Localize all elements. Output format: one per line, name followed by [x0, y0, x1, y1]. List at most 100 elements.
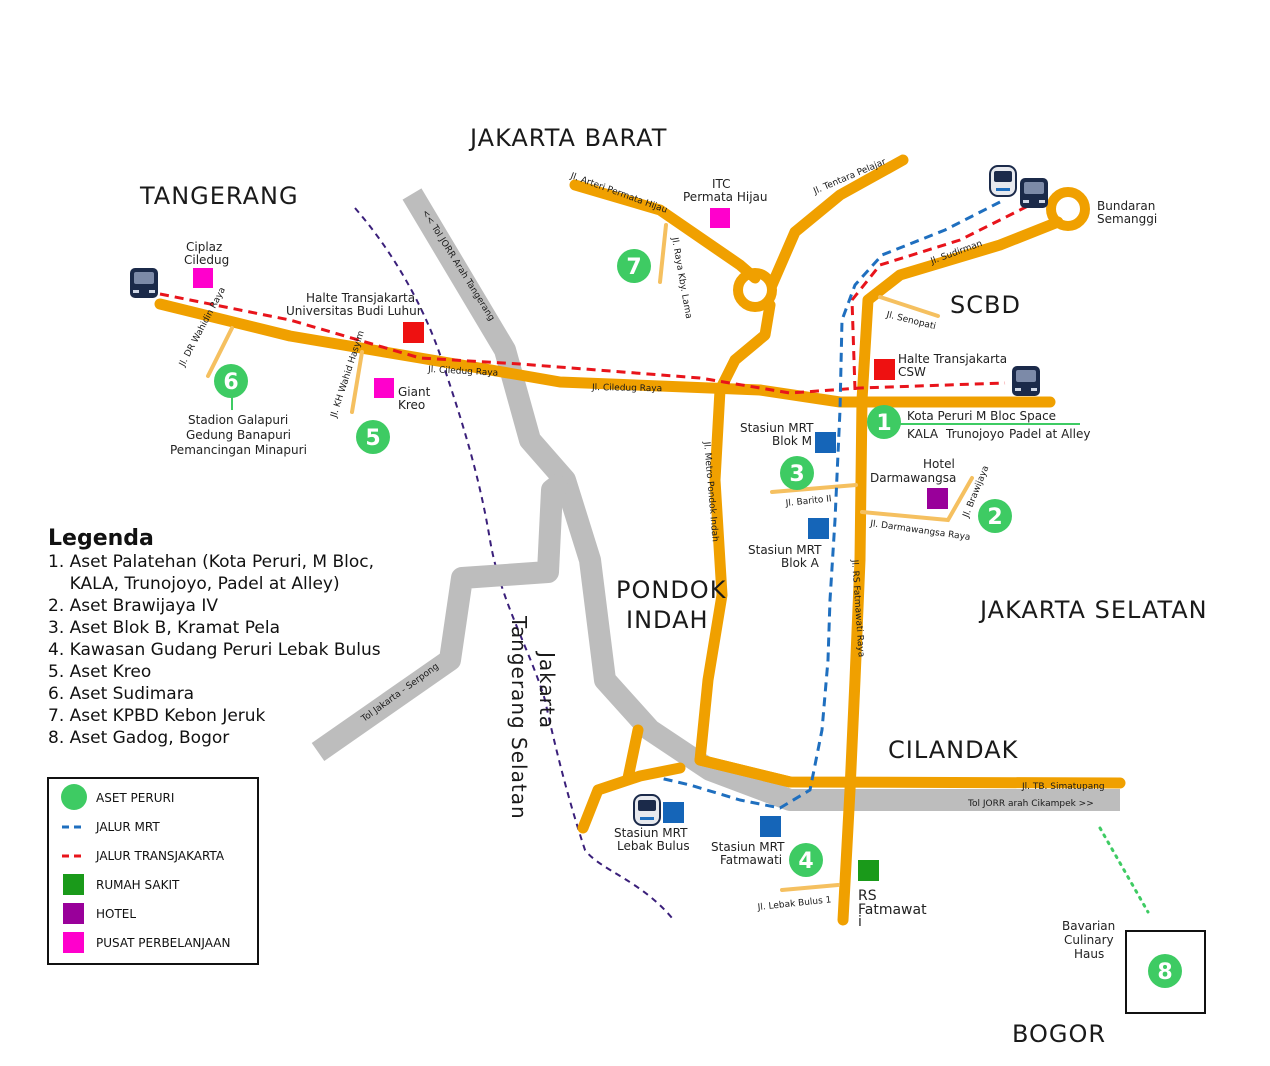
- bogor-dotted-line: [1098, 826, 1150, 914]
- legend: Legenda 1. Aset Palatehan (Kota Peruri, …: [48, 526, 381, 748]
- label-m-bloc: M Bloc Space: [976, 409, 1056, 423]
- hospital-rs-fatmawati[interactable]: [858, 860, 879, 881]
- mrt-station-blok-m[interactable]: [815, 432, 836, 453]
- label-mrt-blok-a-2: Blok A: [781, 556, 820, 570]
- street-label-arteri-permata-hijau: Jl. Arteri Permata Hijau: [568, 171, 668, 216]
- key-hospital-symbol: [63, 874, 84, 895]
- asset-marker-6[interactable]: 6: [214, 364, 248, 398]
- mall-giant-kreo[interactable]: [374, 378, 394, 398]
- label-ciplaz: Ciplaz: [186, 240, 222, 254]
- road-raya-kby-lama: [658, 223, 668, 284]
- asset-markers: 1 2 3 4 5 6 7 8: [214, 249, 1182, 988]
- key-label: JALUR MRT: [95, 820, 160, 834]
- transjakarta-corridor-csw: [850, 203, 1031, 391]
- asset-number: 7: [626, 255, 641, 280]
- key-label: JALUR TRANSJAKARTA: [95, 849, 225, 863]
- asset-number: 6: [223, 370, 238, 395]
- street-label-tol-serpong: Tol Jakarta - Serpong: [359, 662, 441, 725]
- halte-csw[interactable]: [874, 359, 895, 380]
- mrt-station-blok-a[interactable]: [808, 518, 829, 539]
- asset-marker-5[interactable]: 5: [356, 420, 390, 454]
- asset-marker-3[interactable]: 3: [780, 456, 814, 490]
- legend-item: KALA, Trunojoyo, Padel at Alley): [48, 574, 340, 594]
- label-giant: Giant: [398, 385, 431, 399]
- label-halte-csw-1: Halte Transjakarta: [898, 352, 1007, 366]
- label-mrt-blok-m-2: Blok M: [772, 434, 812, 448]
- toll-jakarta-serpong: [311, 471, 572, 762]
- label-permata-hijau: Permata Hijau: [683, 190, 767, 204]
- label-halte-csw-2: CSW: [898, 365, 926, 379]
- road-senopati: [878, 295, 940, 318]
- transjakarta-corridor-ciledug: [159, 292, 1006, 395]
- label-ciledug: Ciledug: [184, 253, 229, 267]
- street-label-darmawangsa: Jl. Darmawangsa Raya: [869, 519, 971, 543]
- asset-number: 1: [876, 411, 891, 436]
- label-bavarian-1: Bavarian: [1062, 919, 1115, 933]
- road-lebak-bulus-spur: [622, 724, 644, 784]
- roundabout-semanggi: [1046, 187, 1090, 231]
- road-dr-wahidin: [206, 326, 234, 378]
- road-lebak-bulus-area: [577, 762, 686, 834]
- legend-item: 1. Aset Palatehan (Kota Peruri, M Bloc,: [48, 552, 374, 572]
- road-tentara-pelajar: [766, 154, 909, 291]
- region-boundary-line: [354, 207, 673, 919]
- street-label-darmawangsa-text: Jl. Darmawangsa Raya: [869, 519, 971, 543]
- label-mrt-blok-a-1: Stasiun MRT: [748, 543, 822, 557]
- legend-item: 8. Aset Gadog, Bogor: [48, 728, 229, 748]
- road-darmawangsa: [860, 476, 974, 523]
- label-padel: Padel at Alley: [1009, 427, 1090, 441]
- key-label: RUMAH SAKIT: [96, 878, 180, 892]
- region-jakarta-selatan: JAKARTA SELATAN: [978, 596, 1208, 624]
- legend-item: 2. Aset Brawijaya IV: [48, 596, 218, 616]
- asset-marker-1[interactable]: 1: [867, 405, 901, 439]
- label-darmawangsa: Darmawangsa: [870, 471, 956, 485]
- asset-number: 4: [798, 849, 813, 874]
- label-bundaran: Bundaran: [1097, 199, 1155, 213]
- label-stadion: Stadion Galapuri: [188, 413, 288, 427]
- legend-item: 6. Aset Sudimara: [48, 684, 194, 704]
- bus-icon: [1012, 366, 1040, 396]
- region-pondok: PONDOK: [616, 576, 727, 604]
- asset-marker-8[interactable]: 8: [1148, 954, 1182, 988]
- label-mrt-lebak-1: Stasiun MRT: [614, 826, 688, 840]
- asset-marker-2[interactable]: 2: [978, 499, 1012, 533]
- mall-ciplaz-ciledug[interactable]: [193, 268, 213, 288]
- region-jakarta-barat: JAKARTA BARAT: [468, 124, 667, 152]
- label-trunojoyo: Trunojoyo: [945, 427, 1004, 441]
- mrt-station-lebak-bulus[interactable]: [663, 802, 684, 823]
- toll-roads: [311, 188, 1120, 811]
- symbol-key: ASET PERURI JALUR MRT JALUR TRANSJAKARTA…: [47, 777, 259, 965]
- roundabout-permata-hijau: [733, 268, 777, 312]
- asset-number: 8: [1157, 960, 1172, 985]
- hotel-darmawangsa[interactable]: [927, 488, 948, 509]
- region-tangerang: TANGERANG: [139, 182, 299, 210]
- asset-marker-7[interactable]: 7: [617, 249, 651, 283]
- label-kala: KALA: [907, 427, 939, 441]
- label-hotel: Hotel: [923, 457, 955, 471]
- street-label-tb-simatupang: Jl. TB. Simatupang: [1021, 782, 1105, 792]
- road-kh-wahid-hasyim: [350, 350, 364, 414]
- bus-icon: [130, 268, 158, 298]
- halte-budi-luhur[interactable]: [403, 322, 424, 343]
- label-mrt-blok-m-1: Stasiun MRT: [740, 421, 814, 435]
- label-rs-1: RS: [858, 888, 877, 904]
- road-rs-fatmawati: [837, 394, 868, 926]
- legend-title: Legenda: [48, 526, 154, 551]
- street-label-ciledug-raya-1: Jl. Ciledug Raya: [427, 365, 499, 379]
- place-markers: [193, 208, 1206, 1014]
- asset-marker-4[interactable]: 4: [789, 843, 823, 877]
- key-label: ASET PERURI: [96, 791, 174, 805]
- street-label-raya-kby-lama: Jl. Raya Kby. Lama: [669, 236, 693, 320]
- mrt-train-icon: [633, 794, 661, 826]
- label-mrt-fatmawati-1: Stasiun MRT: [711, 840, 785, 854]
- legend-item: 7. Aset KPBD Kebon Jeruk: [48, 706, 266, 726]
- label-halte-ubl-2: Universitas Budi Luhur: [286, 304, 422, 318]
- street-label-lebak-bulus: Jl. Lebak Bulus 1: [756, 895, 832, 913]
- legend-item: 5. Aset Kreo: [48, 662, 151, 682]
- key-hotel-symbol: [63, 903, 84, 924]
- mrt-station-fatmawati[interactable]: [760, 816, 781, 837]
- street-label-tol-jorr-tangerang: << Tol JORR Arah Tangerang: [419, 208, 496, 323]
- mall-itc-permata-hijau[interactable]: [710, 208, 730, 228]
- region-labels: JAKARTA BARAT TANGERANG SCBD JAKARTA SEL…: [139, 124, 1208, 1048]
